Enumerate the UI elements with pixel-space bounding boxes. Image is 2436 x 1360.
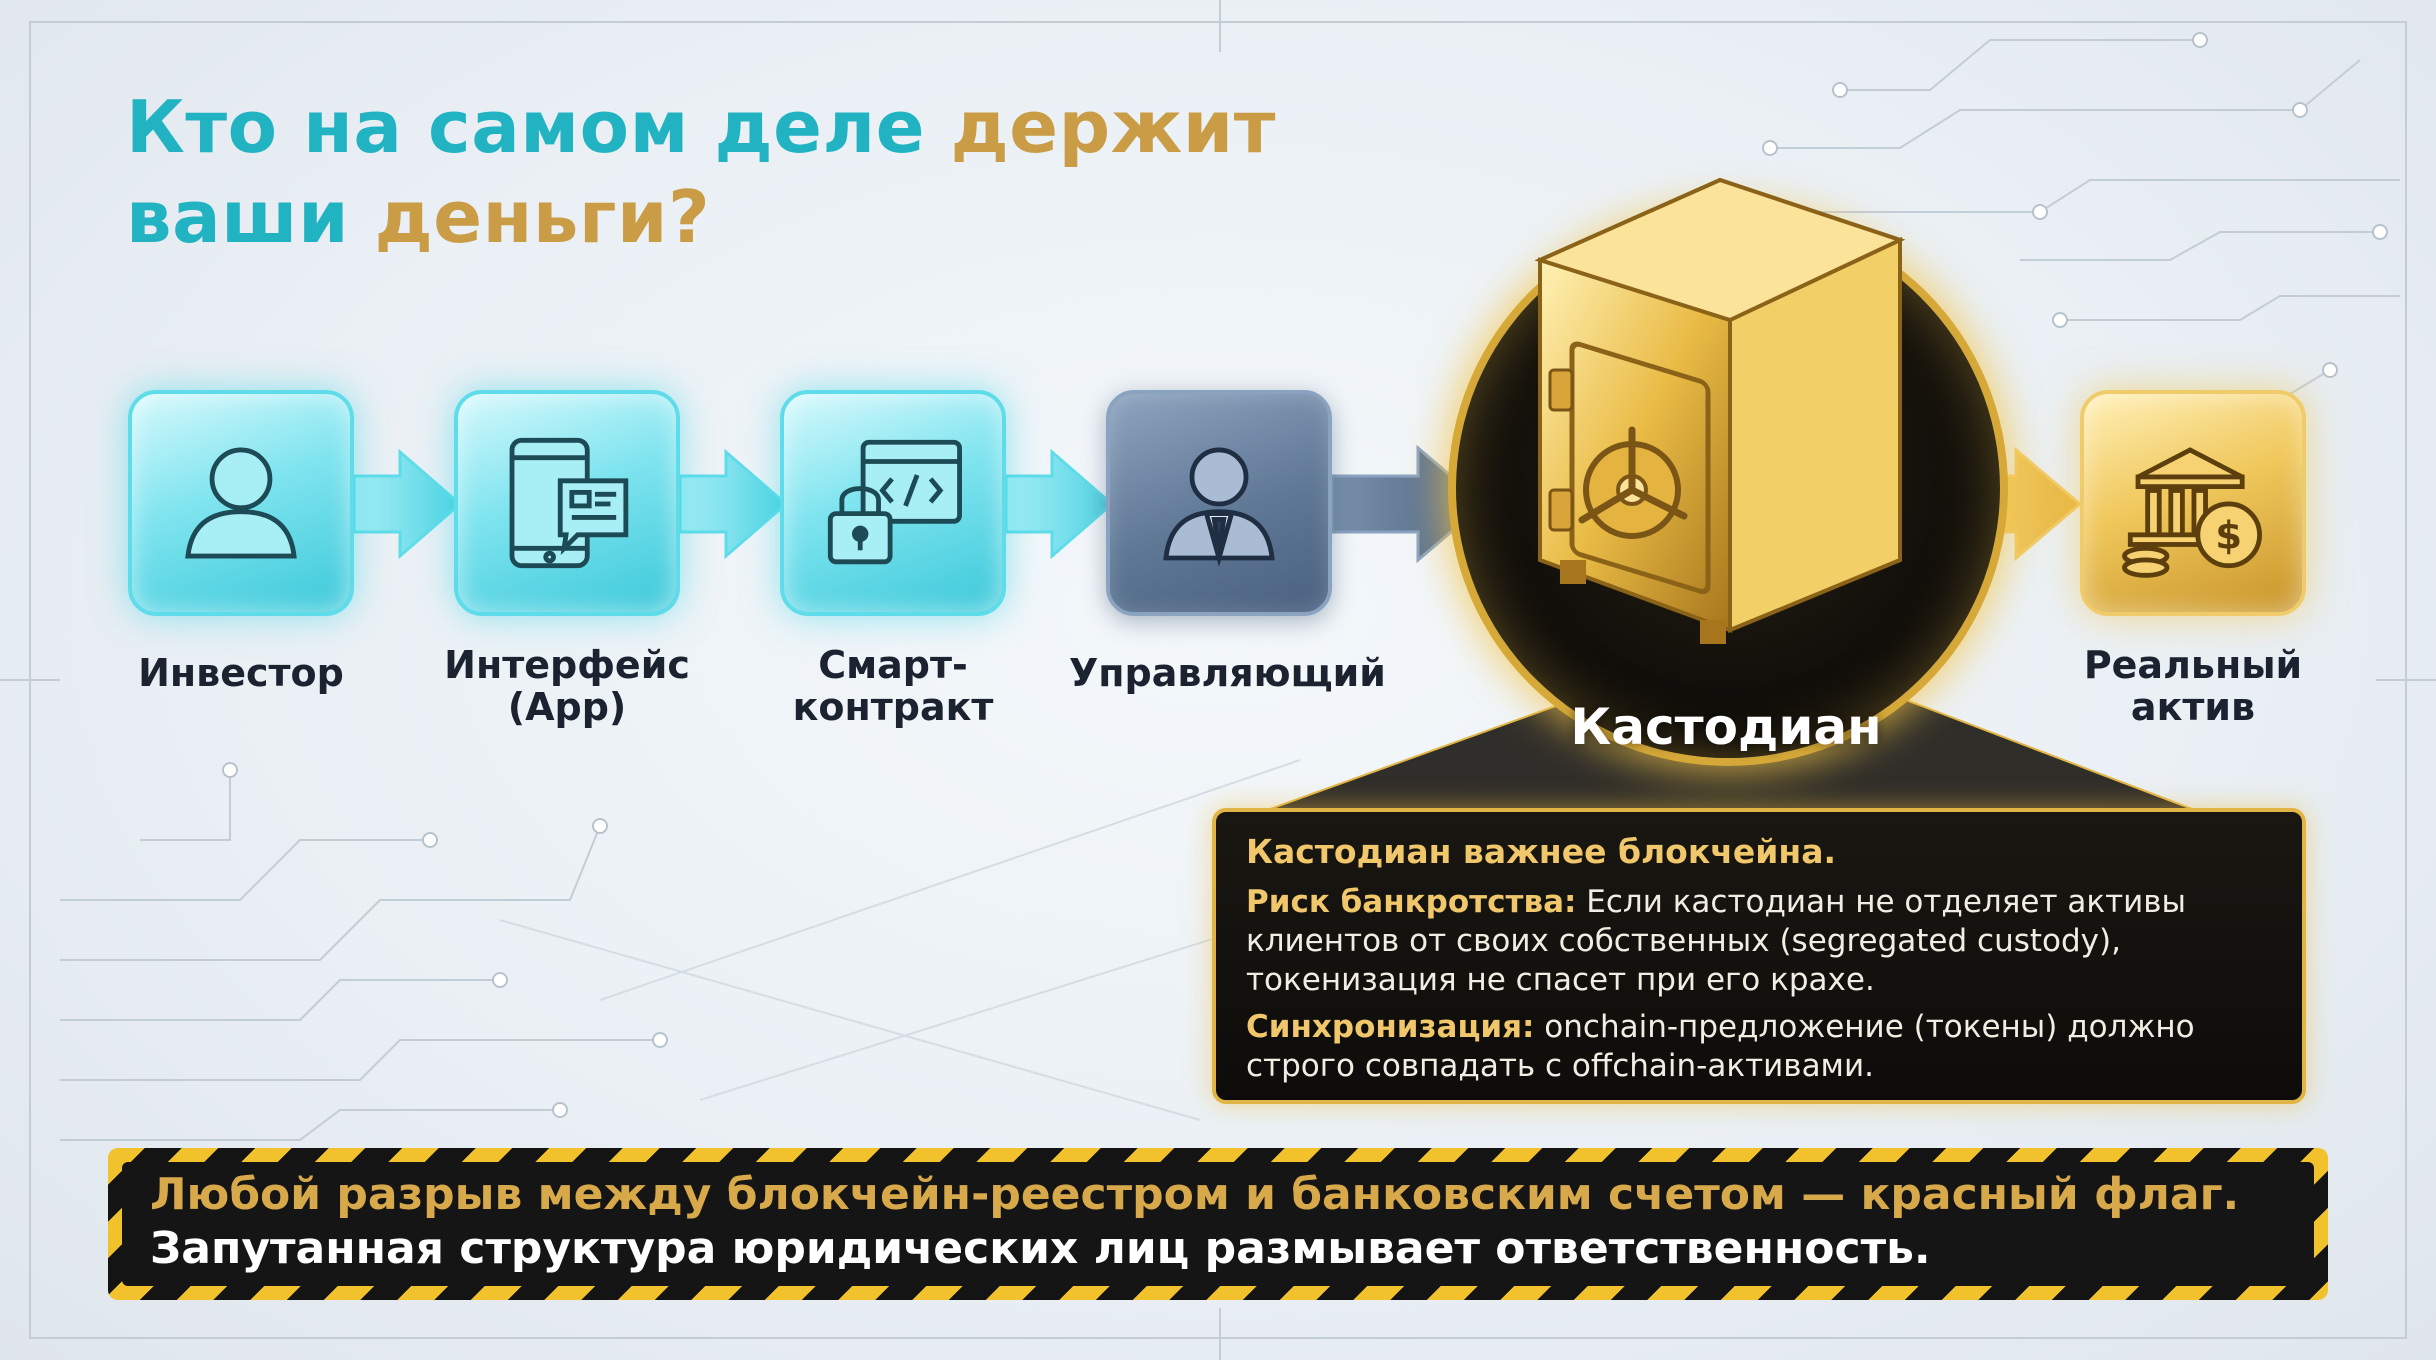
custodian-label: Кастодиан [1570, 698, 1882, 756]
phone-app-icon [509, 437, 629, 569]
info-risk-text: Если кастодиан не отделяет активы клиент… [1246, 884, 2187, 998]
bank-coins-icon: $ [2122, 447, 2262, 578]
real-asset-node: $ [2080, 390, 2306, 616]
title-part4: деньги? [374, 175, 711, 259]
title-part2: держит [950, 85, 1276, 169]
warning-line-2: Запутанная структура юридических лиц раз… [150, 1223, 1931, 1274]
title-part3: ваши [126, 175, 375, 259]
investor-node [128, 390, 354, 616]
code-lock-icon [827, 439, 962, 565]
title-part1: Кто на самом деле [126, 85, 951, 169]
warning-banner: Любой разрыв между блокчейн-реестром и б… [108, 1148, 2328, 1300]
info-sync: Синхронизация: onchain-предложение (токе… [1246, 1008, 2272, 1086]
page-title: Кто на самом деле держит ваши деньги? [126, 82, 1276, 262]
arrow-manager-custodian [1330, 444, 1487, 564]
info-risk-label: Риск банкротства: [1246, 884, 1577, 920]
manager-node [1106, 390, 1332, 616]
custodian-info-box: Кастодиан важнее блокчейна. Риск банкрот… [1212, 808, 2306, 1104]
investor-label: Инвестор [138, 651, 344, 695]
svg-text:$: $ [2215, 513, 2242, 558]
arrow-contract-manager [1004, 448, 1115, 560]
manager-label: Управляющий [1069, 651, 1386, 695]
real-asset-label: Реальный актив [2083, 643, 2303, 729]
interface-label: Интерфейс (App) [444, 643, 690, 729]
warning-line-1: Любой разрыв между блокчейн-реестром и б… [150, 1169, 2240, 1220]
vault-safe-icon [1534, 177, 1906, 644]
interface-node [454, 390, 680, 616]
info-sync-label: Синхронизация: [1246, 1009, 1535, 1045]
arrow-investor-interface [352, 448, 463, 560]
businessman-icon [1163, 447, 1275, 567]
warning-banner-inner: Любой разрыв между блокчейн-реестром и б… [122, 1162, 2314, 1286]
smart-contract-label: Смарт- контракт [792, 643, 994, 729]
info-sync-text: onchain-предложение (токены) должно стро… [1246, 1009, 2195, 1084]
person-icon [185, 447, 297, 559]
arrow-interface-contract [678, 448, 789, 560]
info-heading: Кастодиан важнее блокчейна. [1246, 832, 1837, 871]
info-risk: Риск банкротства: Если кастодиан не отде… [1246, 883, 2272, 1000]
smart-contract-node [780, 390, 1006, 616]
